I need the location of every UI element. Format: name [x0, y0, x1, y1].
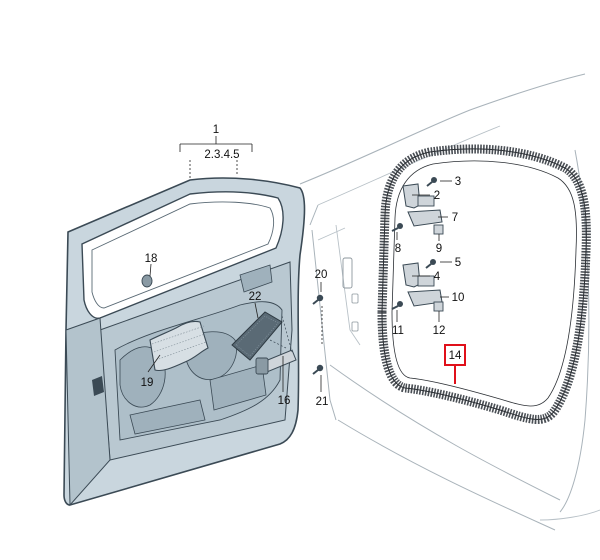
callout-16: 16: [278, 395, 291, 407]
callout-14: 14: [449, 350, 462, 362]
leader-lines: [147, 136, 452, 392]
callout-22: 22: [249, 291, 262, 303]
callout-5: 5: [455, 257, 461, 269]
lower-hinge: [402, 262, 443, 307]
callout-18: 18: [145, 253, 158, 265]
callout-10: 10: [452, 292, 465, 304]
callout-1: 1: [213, 124, 219, 136]
callout-2: 2: [434, 190, 440, 202]
pad-22: [231, 311, 283, 361]
callout-20: 20: [315, 269, 328, 281]
upper-hinge: [402, 183, 443, 227]
callout-12: 12: [433, 325, 446, 337]
callout-3: 3: [455, 176, 461, 188]
callout-7: 7: [452, 212, 458, 224]
hinge-bolts: [391, 177, 444, 312]
door-seal-14: [377, 144, 591, 424]
highlight-box-14: [444, 344, 466, 366]
callout-21: 21: [316, 396, 329, 408]
callout-19: 19: [141, 377, 154, 389]
callout-9: 9: [436, 243, 442, 255]
callout-11: 11: [392, 325, 404, 337]
callout-4: 4: [434, 271, 441, 283]
door-check-16: [255, 315, 297, 375]
callout-2345: 2.3.4.5: [204, 149, 239, 161]
callout-8: 8: [395, 243, 401, 255]
car-body: [299, 73, 600, 531]
bolt-20: [312, 294, 324, 305]
callout-labels: 1 2.3.4.5 18 19 22 16 20 21 3 2 7 8 9 5 …: [141, 124, 465, 408]
bolt-21: [312, 364, 324, 375]
insulation-pad-19: [149, 320, 209, 372]
